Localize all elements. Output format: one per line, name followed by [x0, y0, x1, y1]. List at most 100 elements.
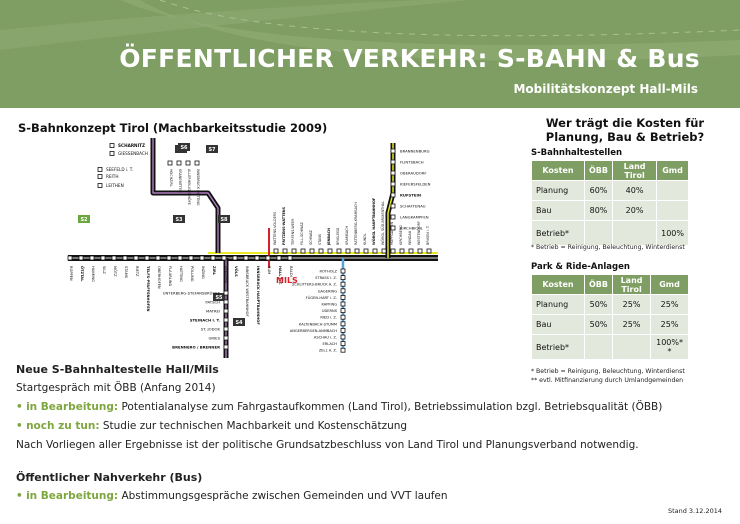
station-label: POLLING [190, 266, 194, 282]
station-label: WINDAU [408, 230, 412, 245]
line-badge [173, 215, 185, 223]
table-cell [656, 200, 689, 221]
station-label: MATREI [206, 309, 220, 314]
station-stop [223, 308, 229, 314]
station-stop [232, 255, 238, 261]
station-stop [318, 248, 324, 254]
station-label: SCHLITTERS-BRUCK A. Z. [292, 283, 337, 287]
station-stop [166, 255, 172, 261]
station-label: UDERNS [322, 309, 338, 313]
station-label: BRANNENBURG [400, 149, 430, 154]
table-cell: Planung [531, 180, 585, 201]
station-stop [381, 248, 387, 254]
table-cell: 20% [611, 200, 658, 221]
station-stop [221, 255, 227, 261]
station-label: ERLACH [323, 342, 338, 346]
station-label: HOPFGARTEN [390, 222, 394, 245]
station-label: MÖTZ [113, 266, 118, 277]
station-label: FLINTSBACH [400, 160, 424, 165]
station-label: KEMATEN [223, 266, 227, 283]
table-cell: 60% [584, 180, 613, 201]
station-stop [133, 255, 139, 261]
station-stop [243, 255, 249, 261]
station-stop [254, 255, 260, 261]
station-stop [97, 167, 103, 172]
station-label: SCHAFTENAU [400, 204, 426, 209]
station-stop [340, 314, 346, 320]
table-cell: 25% [611, 314, 652, 335]
station-stop [345, 248, 351, 254]
station-stop [167, 160, 173, 166]
station-stop [309, 248, 315, 254]
station-label: PILL-SCHWAZ [300, 221, 304, 245]
table-header-cell: ÖBB [584, 160, 613, 181]
table-cell: 25% [650, 314, 689, 335]
costs-heading-line1: Wer trägt die Kosten für [545, 116, 705, 130]
station-stop [273, 248, 279, 254]
station-label: GAGERING [318, 289, 337, 293]
table1-footnote: * Betrieb = Reinigung, Beleuchtung, Wint… [531, 244, 685, 251]
station-label: HATTING [179, 266, 183, 282]
station-stop [390, 203, 396, 209]
station-label: ASCHAU i. Z. [314, 336, 337, 340]
table-header-cell: Land Tirol [611, 160, 658, 181]
station-stop [340, 281, 346, 287]
table-cell [611, 334, 652, 360]
bullet2-label: noch zu tun: [26, 420, 100, 432]
station-stop [109, 151, 115, 156]
station-stop [97, 174, 103, 179]
table-cell [584, 334, 613, 360]
header-banner: ÖFFENTLICHER VERKEHR: S-BAHN & Bus Mobil… [0, 0, 740, 108]
station-label: FRITZENS-WATTENS [282, 206, 286, 245]
station-stop [67, 255, 73, 261]
table-cell: Bau [531, 200, 585, 221]
kufstein-line-inner [387, 143, 394, 258]
table-header-cell: Kosten [531, 160, 585, 181]
station-label: ROTHOLZ [319, 270, 337, 274]
table2-footnote1: * Betrieb = Reinigung, Beleuchtung, Wint… [531, 368, 685, 375]
station-label: MILS [276, 276, 298, 285]
station-stop [340, 321, 346, 327]
table-cell: 25% [650, 294, 689, 315]
line-badge-label: S2 [80, 217, 88, 223]
station-stop [417, 248, 423, 254]
table-header-cell: ÖBB [584, 274, 613, 295]
station-stop [223, 299, 229, 305]
line-badge-label: S5 [215, 295, 223, 301]
station-stop [300, 248, 306, 254]
table-cell [611, 220, 658, 246]
station-stop [340, 347, 346, 353]
station-stop [408, 248, 414, 254]
station-stop [188, 255, 194, 261]
station-label: ZELL A. Z. [319, 349, 337, 353]
station-label: HOCHZIRL [169, 169, 173, 187]
station-stop [291, 248, 297, 254]
bullet2-text: Studie zur technischen Machbarkeit und K… [102, 420, 408, 432]
station-label: RATTENBERG-KRAMSACH [354, 202, 358, 245]
table-cell: 100% [656, 220, 689, 246]
station-label: ÖTZTAL [80, 266, 85, 282]
station-label: WÖRGL HAUPTBAHNHOF [371, 197, 376, 245]
station-label: STEINACH i. T. [190, 318, 221, 323]
station-stop [223, 344, 229, 350]
station-stop [336, 248, 342, 254]
station-label: GIESSENBACH [118, 151, 148, 156]
bullet1-label: in Bearbeitung: [26, 401, 119, 413]
station-stop [340, 288, 346, 294]
section1-line1: Startgespräch mit ÖBB (Anfang 2014) [16, 382, 216, 394]
bullet-dot: • [16, 490, 23, 502]
station-label: REITH [106, 174, 119, 179]
station-stop [390, 148, 396, 154]
station-label: RIED i. Z. [320, 316, 337, 320]
station-label: KIRCHBERG [399, 225, 403, 245]
station-label: KIEFERSFELDEN [400, 182, 431, 187]
station-stop [354, 248, 360, 254]
line-badge-label: S7 [208, 147, 216, 153]
table-cell: 100%* * [650, 334, 689, 360]
